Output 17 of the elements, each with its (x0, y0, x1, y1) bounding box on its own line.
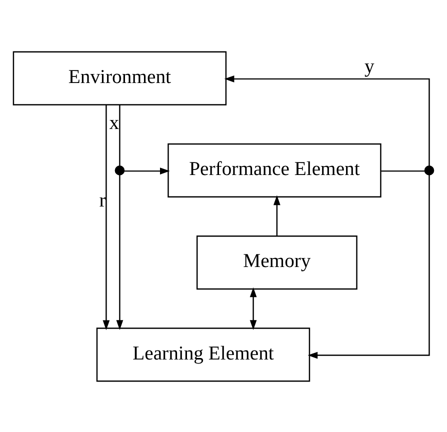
node-circle (424, 165, 434, 175)
arrow (250, 286, 257, 330)
arrow (116, 174, 124, 330)
arrow (102, 104, 110, 330)
arrow (124, 167, 170, 174)
node-box: Environment (12, 50, 227, 105)
connector (381, 170, 425, 172)
connector (119, 104, 120, 166)
arrow (273, 194, 280, 236)
edge-label: x (109, 112, 120, 134)
arrow (224, 74, 430, 166)
edge-label: y (364, 55, 374, 78)
node-box: Performance Element (168, 142, 382, 197)
node-box: Memory (196, 235, 358, 290)
node-circle (114, 165, 125, 175)
node-box: Learning Element (96, 327, 310, 382)
arrow (308, 174, 430, 358)
